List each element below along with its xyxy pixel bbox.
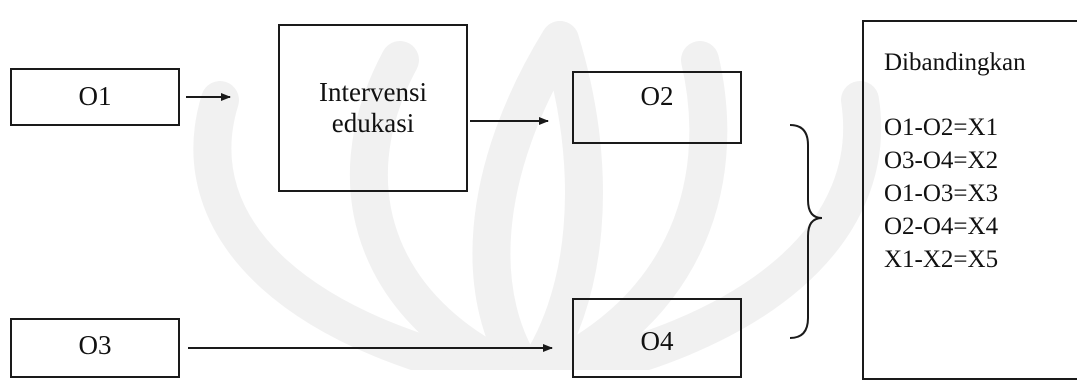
comparison-box: Dibandingkan O1-O2=X1 O3-O4=X2 O1-O3=X3 …	[862, 20, 1077, 380]
o1-box: O1	[10, 68, 180, 126]
o2-box: O2	[572, 71, 742, 144]
comparison-line-4: O2-O4=X4	[884, 213, 999, 240]
comparison-line-2: O3-O4=X2	[884, 147, 999, 174]
o1-label: O1	[78, 81, 112, 112]
o3-label: O3	[78, 330, 112, 360]
intervention-label: Intervensi edukasi	[319, 76, 427, 138]
comparison-line-1: O1-O2=X1	[884, 114, 999, 141]
comparison-title: Dibandingkan	[884, 49, 1026, 76]
comparison-line-5: X1-X2=X5	[884, 246, 999, 273]
o4-box: O4	[572, 298, 742, 378]
intervention-box: Intervensi edukasi	[278, 24, 468, 192]
o3-box: O3	[10, 318, 180, 378]
comparison-line-3: O1-O3=X3	[884, 180, 999, 207]
o4-label: O4	[640, 326, 674, 356]
o2-label: O2	[640, 81, 674, 111]
